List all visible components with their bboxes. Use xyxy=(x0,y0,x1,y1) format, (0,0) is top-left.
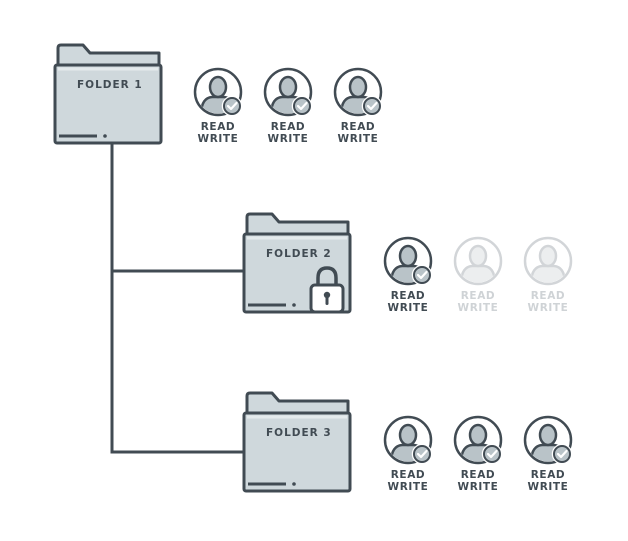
check-badge-icon xyxy=(411,443,433,465)
folder-3[interactable]: FOLDER 3 xyxy=(242,391,352,493)
tree-trunk-line xyxy=(110,143,244,454)
folder-tab xyxy=(245,212,350,234)
folder-label: FOLDER 1 xyxy=(77,79,143,91)
folder-tab xyxy=(56,43,161,65)
folder-2[interactable]: FOLDER 2 xyxy=(242,212,352,314)
check-badge-icon xyxy=(481,443,503,465)
folder-body xyxy=(242,411,352,493)
folder-tab xyxy=(245,391,350,413)
write-label: WRITE xyxy=(528,302,569,314)
folder-dot xyxy=(292,303,296,307)
read-label: READ xyxy=(341,121,376,133)
write-label: WRITE xyxy=(338,133,379,145)
write-label: WRITE xyxy=(528,481,569,493)
check-badge-icon xyxy=(291,95,313,117)
padlock-icon xyxy=(309,266,345,314)
folder-label: FOLDER 2 xyxy=(266,248,332,260)
read-label: READ xyxy=(531,290,566,302)
write-label: WRITE xyxy=(388,481,429,493)
read-label: READ xyxy=(201,121,236,133)
write-label: WRITE xyxy=(458,302,499,314)
folder-body xyxy=(53,63,163,145)
folder-1[interactable]: FOLDER 1 xyxy=(53,43,163,145)
user-avatar-icon xyxy=(453,236,503,286)
folder-dot xyxy=(103,134,107,138)
read-label: READ xyxy=(391,469,426,481)
read-label: READ xyxy=(531,469,566,481)
folders-group: FOLDER 1READWRITEREADWRITEREADWRITEFOLDE… xyxy=(53,43,573,493)
write-label: WRITE xyxy=(388,302,429,314)
read-label: READ xyxy=(271,121,306,133)
check-badge-icon xyxy=(411,264,433,286)
user-avatar-icon xyxy=(523,236,573,286)
check-badge-icon xyxy=(221,95,243,117)
write-label: WRITE xyxy=(458,481,499,493)
read-label: READ xyxy=(461,469,496,481)
write-label: WRITE xyxy=(268,133,309,145)
tree-connector-lines xyxy=(110,143,244,454)
check-badge-icon xyxy=(551,443,573,465)
read-label: READ xyxy=(391,290,426,302)
read-label: READ xyxy=(461,290,496,302)
write-label: WRITE xyxy=(198,133,239,145)
folder-label: FOLDER 3 xyxy=(266,427,332,439)
check-badge-icon xyxy=(361,95,383,117)
folder-dot xyxy=(292,482,296,486)
